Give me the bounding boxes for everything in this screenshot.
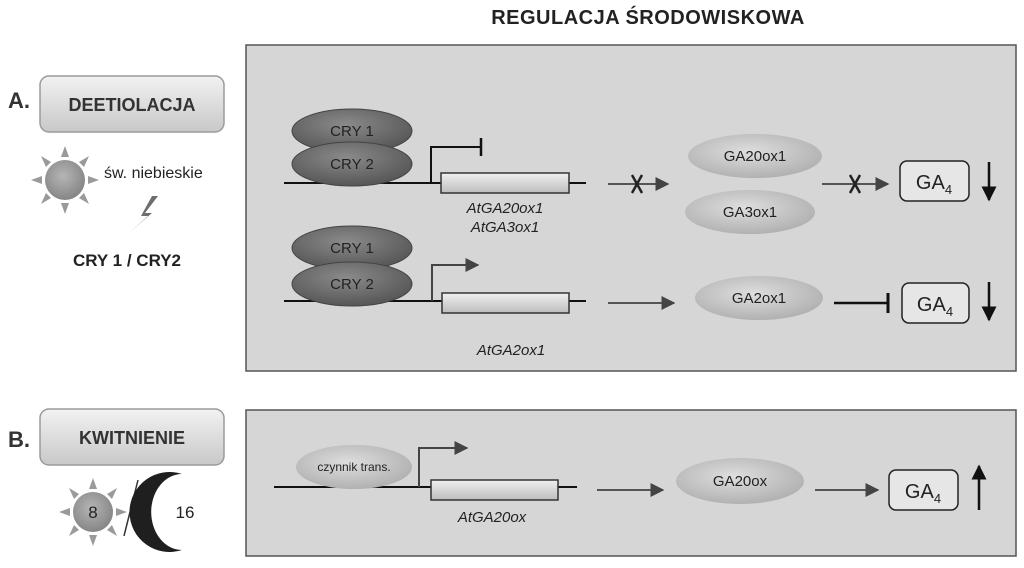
lightning-icon [130, 196, 158, 232]
gene-label-row1-a: AtGA20ox1 [466, 200, 544, 217]
gene-box-row2 [441, 292, 570, 314]
enzyme-ga3ox1-label: GA3ox1 [723, 204, 777, 221]
cry2-ellipse-row2 [291, 261, 413, 307]
cry2-label-row2: CRY 2 [330, 276, 374, 293]
gene-box-b [430, 479, 559, 501]
transcription-factor-label: czynnik trans. [317, 460, 390, 474]
enzyme-ga20ox-label: GA20ox [713, 473, 768, 490]
gene-label-b: AtGA20ox [457, 509, 527, 526]
enzyme-ga2ox1-label: GA2ox1 [732, 290, 786, 307]
block-x-icon-1 [630, 174, 644, 194]
promoter-active-row2 [431, 258, 480, 301]
deetiolacja-button [39, 75, 225, 133]
sun-icon [31, 146, 99, 214]
gene-label-row1-b: AtGA3ox1 [470, 219, 539, 236]
ga4-label-row2: GA4 [917, 294, 953, 319]
enzyme-ga20ox1-label: GA20ox1 [724, 148, 787, 165]
section-a-letter: A. [8, 88, 30, 113]
cry-receptors-label: CRY 1 / CRY2 [73, 251, 181, 270]
ga4-box-row1 [899, 160, 970, 202]
cry2-label-row1: CRY 2 [330, 156, 374, 173]
enzyme-ga20ox1 [688, 134, 822, 178]
gene-label-row2: AtGA2ox1 [476, 342, 545, 359]
panel-a [245, 44, 1017, 372]
ga4-box-row2 [901, 282, 970, 324]
enzyme-ga2ox1 [695, 276, 823, 320]
gene-box-row1 [440, 172, 570, 194]
moon-icon [129, 472, 182, 553]
ga4-label-b: GA4 [905, 481, 941, 506]
enzyme-ga20ox [676, 458, 804, 504]
cry1-label-row1: CRY 1 [330, 123, 374, 140]
cry1-label-row2: CRY 1 [330, 240, 374, 257]
night-hours-label: 16 [176, 503, 195, 522]
day-sun-icon [59, 478, 127, 546]
promoter-active-b [418, 441, 469, 487]
deetiolacja-button-label: DEETIOLACJA [68, 95, 195, 115]
kwitnienie-button-label: KWITNIENIE [79, 428, 185, 448]
promoter-inhibited-row1 [430, 146, 481, 183]
blue-light-label: św. niebieskie [104, 165, 203, 182]
ga4-box-b [888, 469, 959, 511]
ga4-label-row1: GA4 [916, 172, 952, 197]
enzyme-ga3ox1 [685, 190, 815, 234]
kwitnienie-button [39, 408, 225, 466]
section-b-letter: B. [8, 427, 30, 452]
block-x-icon-2 [848, 174, 862, 194]
cry2-ellipse-row1 [291, 141, 413, 187]
day-hours-label: 8 [88, 503, 97, 522]
transcription-factor-ellipse [296, 445, 412, 489]
diagram-title: REGULACJA ŚRODOWISKOWA [491, 5, 805, 29]
